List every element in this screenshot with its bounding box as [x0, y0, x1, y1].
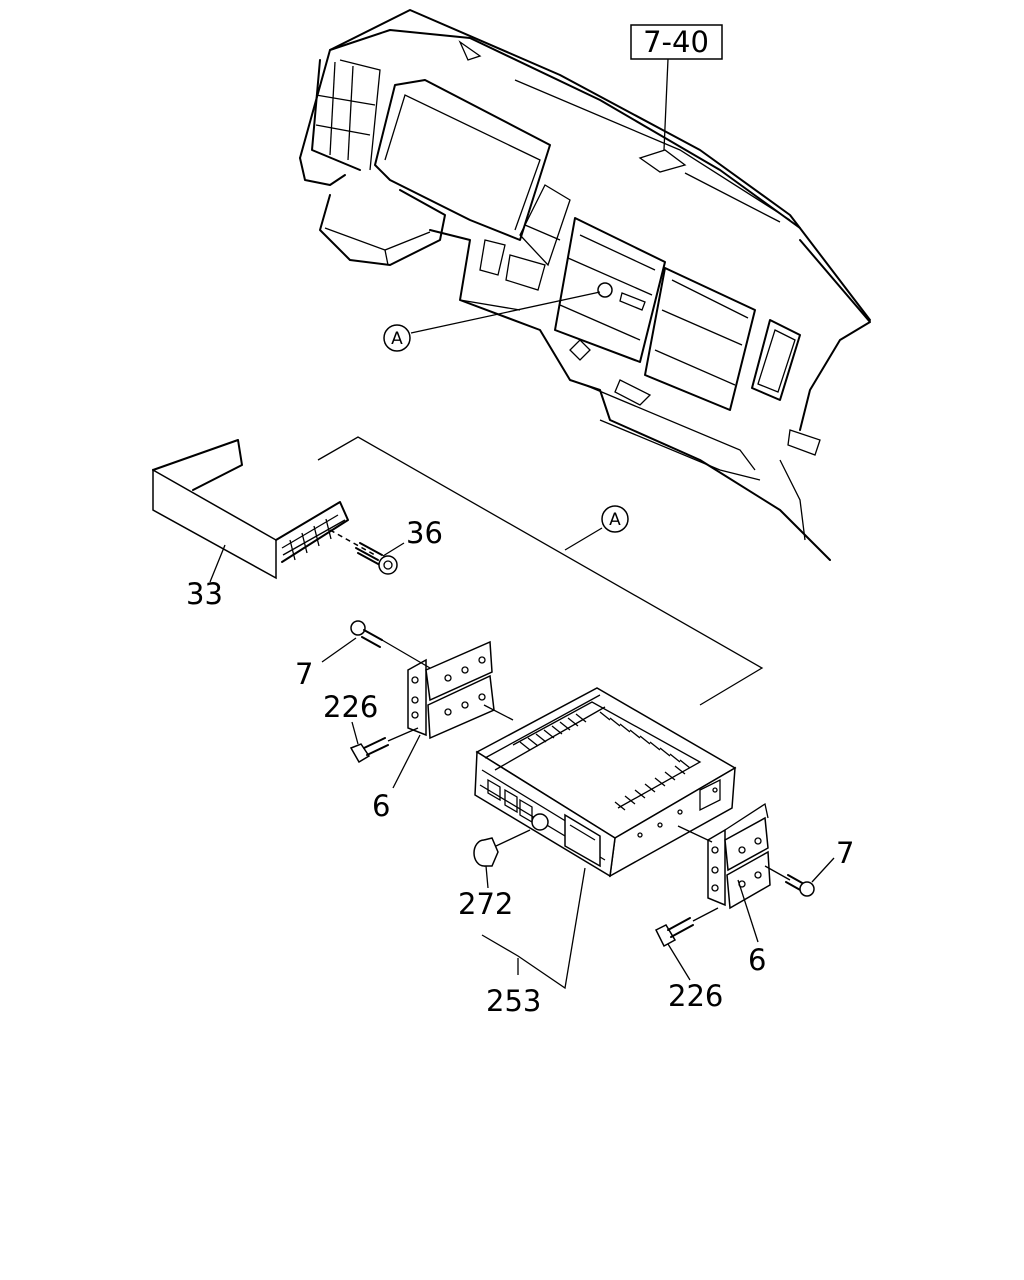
leader-253	[481, 867, 586, 990]
reference-box: 7-40	[630, 24, 723, 151]
leader-7-right	[811, 857, 835, 883]
label-7-right: 7	[836, 836, 854, 870]
part-7-left-screw	[350, 620, 431, 669]
part-7-right-screw	[764, 865, 815, 897]
leader-6-left	[392, 734, 421, 789]
label-6-left: 6	[372, 789, 390, 823]
part-36-screw	[329, 529, 398, 575]
leader-36	[382, 542, 405, 557]
leader-6-right	[737, 879, 759, 943]
part-272-knob	[473, 829, 531, 867]
label-226-right: 226	[668, 979, 723, 1013]
assembly-outline: A	[317, 436, 764, 706]
callout-a-dashboard: A	[383, 291, 601, 352]
label-272: 272	[458, 887, 513, 921]
part-253-radio-unit	[474, 687, 737, 878]
callout-a-label-mid: A	[609, 510, 621, 530]
label-6-right: 6	[748, 943, 766, 977]
callout-a-label-top: A	[391, 329, 403, 349]
leader-226-right	[667, 943, 691, 981]
leader-272	[485, 865, 489, 889]
dashboard-panel	[299, 9, 871, 561]
leader-226-left	[351, 721, 359, 745]
part-6-right-bracket	[677, 802, 771, 910]
label-253: 253	[486, 984, 541, 1018]
part-226-left-bolt	[349, 727, 419, 764]
part-6-left-bracket	[407, 640, 514, 740]
reference-leader	[663, 58, 669, 151]
label-7-left: 7	[295, 657, 313, 691]
label-36: 36	[406, 516, 443, 550]
leader-33	[209, 544, 226, 583]
reference-label: 7-40	[643, 25, 709, 59]
label-226-left: 226	[323, 690, 378, 724]
reference-box-frame	[630, 24, 723, 60]
leader-7-left	[321, 637, 357, 663]
label-33: 33	[186, 577, 223, 611]
part-226-right-bolt	[654, 907, 719, 948]
part-33-pocket	[152, 439, 349, 580]
